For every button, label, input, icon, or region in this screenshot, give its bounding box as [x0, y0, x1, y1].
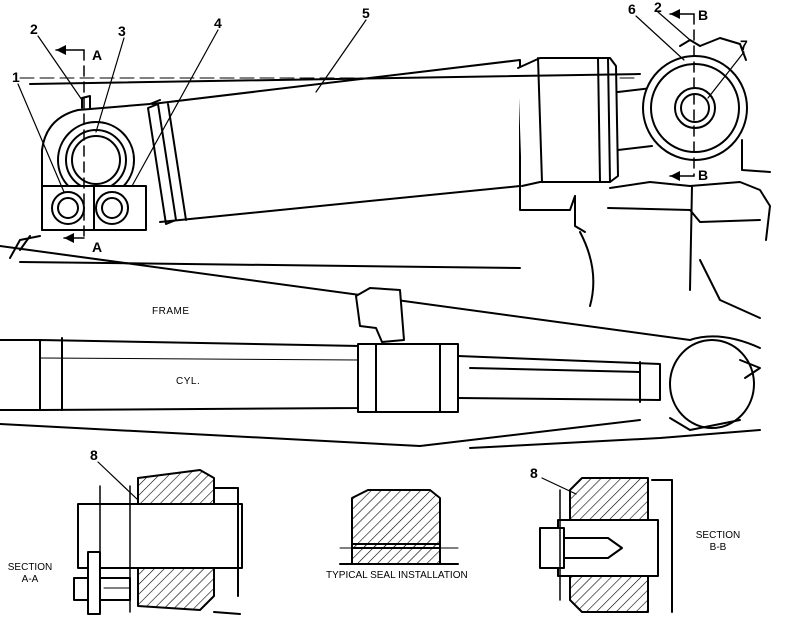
section-aa-caption: SECTION A-A: [6, 562, 54, 586]
callout-7: 7: [740, 37, 748, 53]
callout-4: 4: [214, 15, 222, 31]
upper-cylinder-assembly: [41, 57, 653, 233]
lower-cylinder: [0, 287, 761, 431]
typical-seal-caption: TYPICAL SEAL INSTALLATION: [326, 570, 468, 581]
callout-1: 1: [12, 69, 20, 85]
section-aa-caption-line2: A-A: [21, 574, 39, 585]
callout-6: 6: [628, 1, 636, 17]
rod-eye: [642, 37, 771, 173]
callout-5: 5: [362, 5, 370, 21]
callout-3: 3: [118, 23, 126, 39]
section-mark-a-top: A: [92, 47, 103, 63]
section-bb-caption-line2: B-B: [709, 542, 727, 553]
cylinder-label: CYL.: [176, 376, 201, 387]
callout-2-right: 2: [654, 0, 662, 15]
section-mark-b-bottom: B: [698, 167, 709, 183]
frame-label: FRAME: [152, 306, 190, 317]
typical-seal-detail: [339, 489, 459, 565]
section-bb-caption: SECTION B-B: [694, 530, 742, 554]
section-aa-detail: [73, 469, 243, 615]
callout-2-left: 2: [30, 21, 38, 37]
section-bb-detail: [539, 477, 673, 613]
callout-8-section-aa: 8: [90, 447, 98, 463]
frame-outline: [0, 73, 771, 449]
callout-leaders: [17, 11, 745, 501]
section-bb-caption-line1: SECTION: [695, 530, 741, 541]
callout-8-section-bb: 8: [530, 465, 538, 481]
section-mark-a-bottom: A: [92, 239, 103, 255]
section-mark-b-top: B: [698, 7, 709, 23]
section-aa-caption-line1: SECTION: [7, 562, 53, 573]
